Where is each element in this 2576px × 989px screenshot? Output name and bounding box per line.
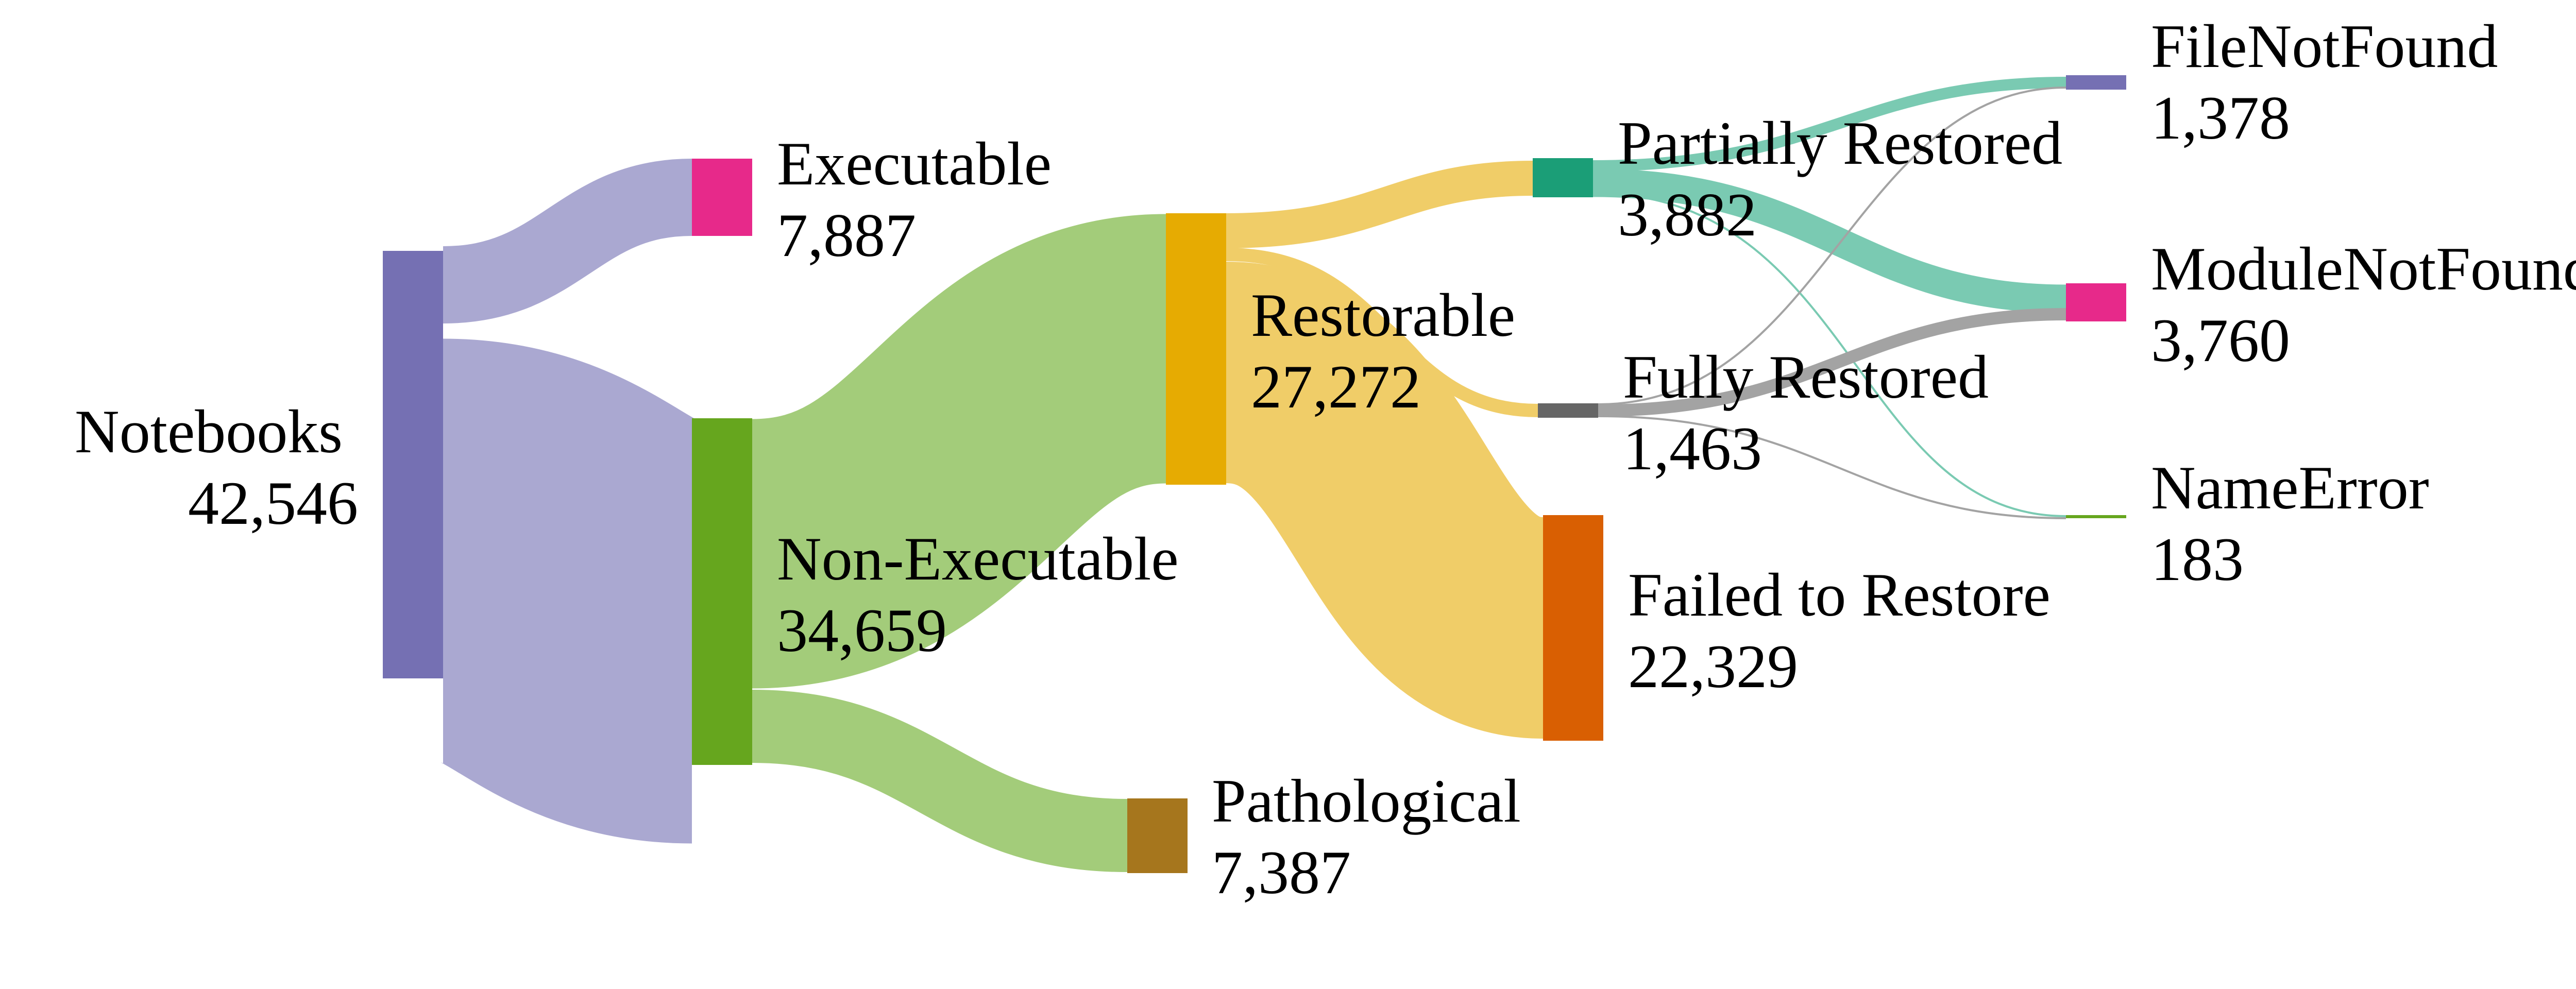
label-file-not-found: FileNotFound 1,378: [2151, 12, 2513, 152]
link-non-executable-pathological: [752, 690, 1128, 872]
labels: Notebooks 42,546 Executable 7,887 Non-Ex…: [75, 12, 2576, 907]
link-fully-restored-name-error: [1598, 415, 2066, 519]
node-executable: [692, 159, 752, 236]
link-notebooks-non-executable: [436, 338, 703, 844]
link-partially-restored-file-not-found: [1592, 77, 2066, 172]
partially-restored-value: 3,882: [1618, 180, 1757, 249]
link-fully-restored-module-not-found: [1598, 308, 2066, 417]
label-failed-to-restore: Failed to Restore 22,329: [1628, 560, 2066, 701]
node-name-error: [2066, 515, 2126, 518]
link-restorable-failed-to-restore: [1221, 262, 1549, 739]
file-not-found-name: FileNotFound: [2151, 12, 2498, 80]
non-executable-value: 34,659: [777, 596, 947, 664]
fully-restored-value: 1,463: [1623, 414, 1762, 483]
restorable-value: 27,272: [1251, 352, 1421, 421]
link-restorable-partially-restored: [1226, 161, 1533, 248]
node-failed-to-restore: [1543, 515, 1603, 741]
notebooks-name: Notebooks: [75, 397, 343, 466]
restorable-name: Restorable: [1251, 281, 1515, 349]
executable-name: Executable: [777, 129, 1052, 198]
label-notebooks: Notebooks 42,546: [75, 397, 358, 537]
fully-restored-name: Fully Restored: [1623, 343, 1989, 411]
node-non-executable: [692, 418, 752, 765]
link-notebooks-executable: [442, 159, 693, 323]
executable-value: 7,887: [777, 201, 916, 269]
label-module-not-found: ModuleNotFound 3,760: [2151, 234, 2576, 374]
pathological-name: Pathological: [1212, 766, 1521, 835]
node-module-not-found: [2066, 283, 2126, 321]
label-restorable: Restorable 27,272: [1251, 281, 1531, 421]
link-fully-restored-file-not-found: [1598, 87, 2066, 405]
non-executable-name: Non-Executable: [777, 524, 1179, 593]
links: [436, 77, 2066, 872]
name-error-name: NameError: [2151, 453, 2429, 522]
notebooks-value: 42,546: [188, 469, 358, 537]
label-pathological: Pathological 7,387: [1212, 766, 1536, 907]
node-pathological: [1127, 798, 1188, 873]
node-file-not-found: [2066, 75, 2126, 90]
node-fully-restored: [1538, 403, 1598, 418]
node-restorable: [1166, 213, 1226, 485]
link-partially-restored-module-not-found: [1592, 168, 2066, 313]
nodes: [383, 75, 2126, 873]
label-fully-restored: Fully Restored 1,463: [1623, 343, 2004, 483]
node-notebooks: [383, 251, 443, 678]
link-non-executable-restorable: [749, 214, 1170, 689]
partially-restored-name: Partially Restored: [1618, 109, 2062, 177]
module-not-found-name: ModuleNotFound: [2151, 234, 2576, 303]
module-not-found-value: 3,760: [2151, 306, 2290, 374]
label-executable: Executable 7,887: [777, 129, 1067, 269]
label-partially-restored: Partially Restored 3,882: [1618, 109, 2078, 249]
pathological-value: 7,387: [1212, 838, 1351, 907]
failed-to-restore-name: Failed to Restore: [1628, 560, 2050, 629]
failed-to-restore-value: 22,329: [1628, 632, 1798, 701]
name-error-value: 183: [2151, 525, 2244, 593]
file-not-found-value: 1,378: [2151, 83, 2290, 152]
label-non-executable: Non-Executable 34,659: [777, 524, 1194, 664]
label-name-error: NameError 183: [2151, 453, 2445, 593]
node-partially-restored: [1533, 158, 1593, 197]
